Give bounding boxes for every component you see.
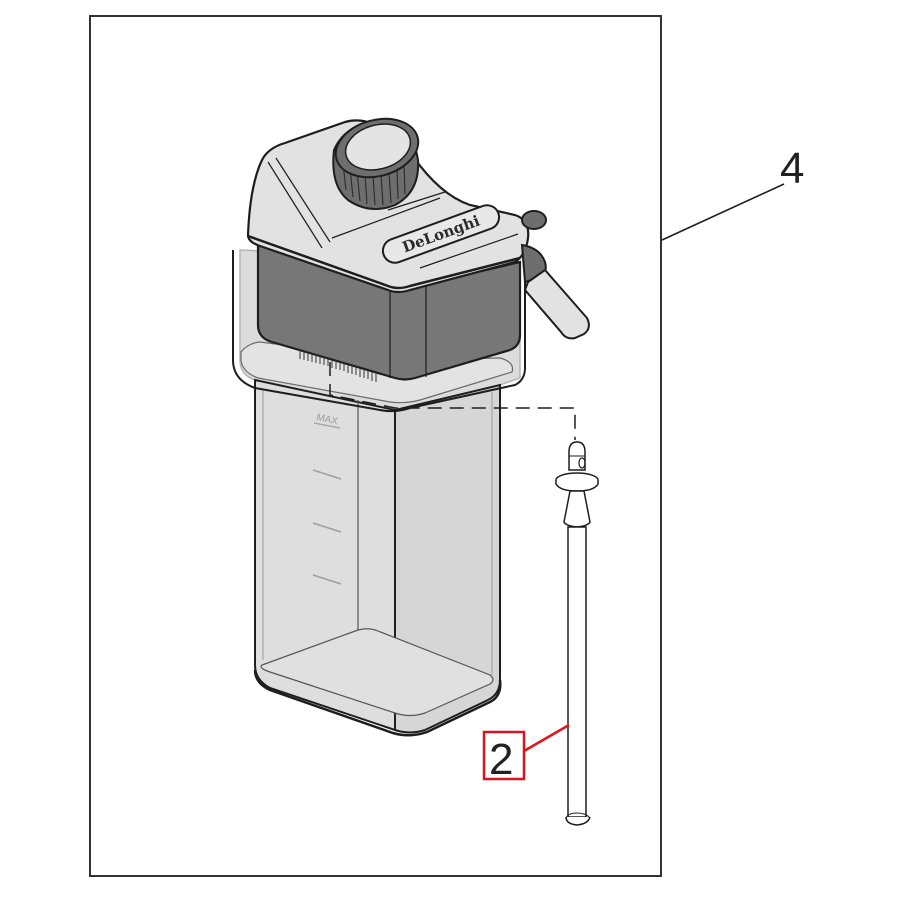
callout-2-leader-line	[523, 723, 570, 753]
callout-2-highlight-box	[482, 730, 526, 781]
callout-4-label: 4	[780, 144, 804, 193]
milk-intake-tube[interactable]	[555, 441, 599, 826]
froth-adjustment-knob[interactable]	[329, 110, 425, 210]
lid-comb-teeth	[299, 350, 377, 382]
assembly-guide-line	[329, 362, 576, 440]
callout-4[interactable]: 4	[661, 144, 804, 241]
diagram-frame	[89, 15, 662, 877]
callout-4-leader-line	[661, 183, 785, 241]
max-level-marking: MAX	[315, 412, 339, 427]
callout-2[interactable]: 2	[482, 723, 570, 784]
callout-2-label: 2	[489, 735, 513, 784]
milk-spout[interactable]	[520, 210, 590, 340]
